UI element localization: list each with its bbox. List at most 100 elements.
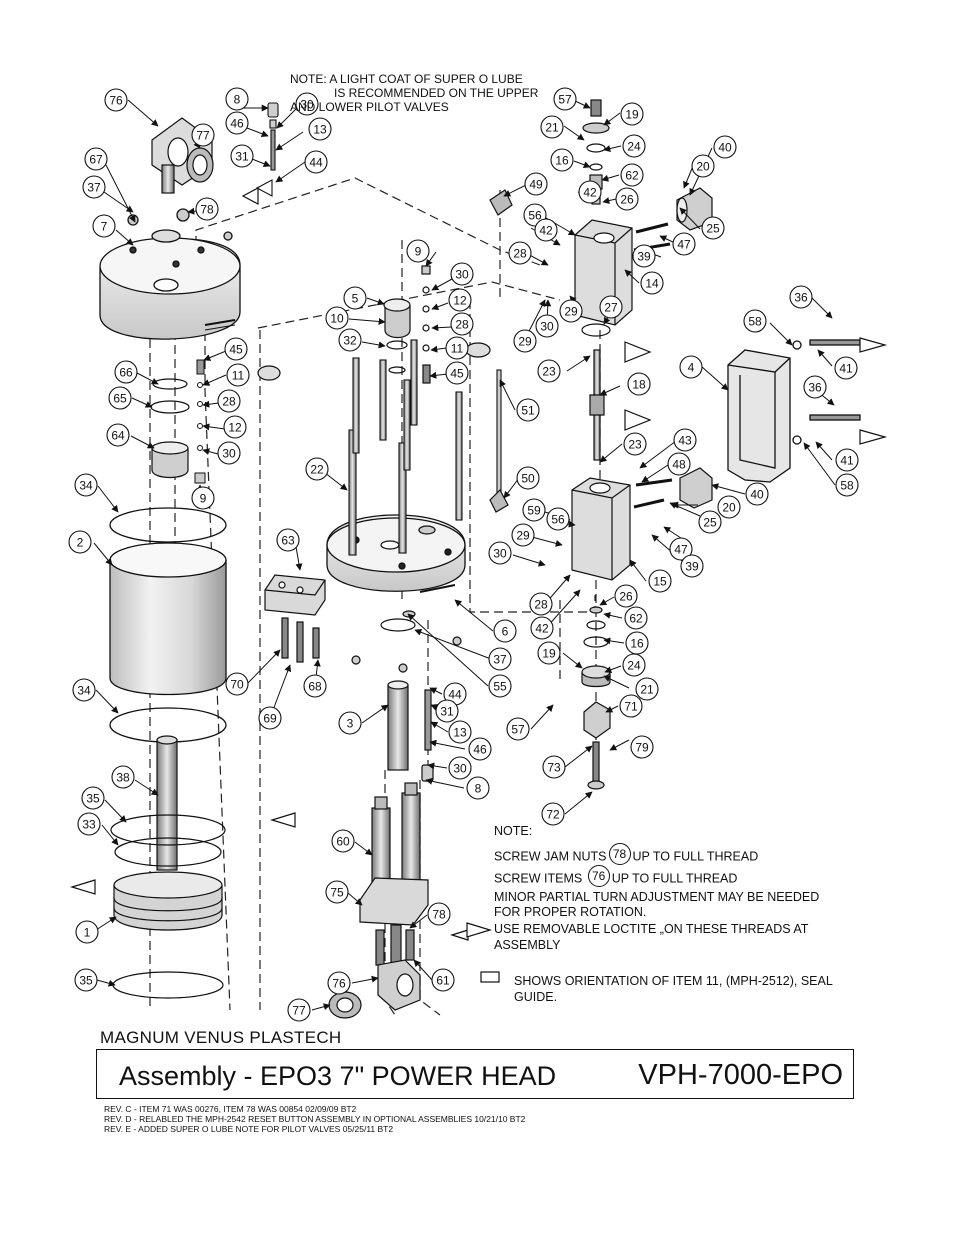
item-balloon: 57 (553, 87, 577, 111)
item-balloon-circle (516, 398, 540, 422)
item-balloon-label: 34 (79, 479, 93, 493)
item-balloon-circle (287, 998, 311, 1022)
legend-symbols (466, 922, 500, 983)
item-balloon-label: 45 (450, 367, 464, 381)
item-balloon-label: 79 (635, 741, 649, 755)
lower-pilot-valve (489, 349, 713, 790)
item-balloon: 34 (72, 678, 96, 702)
item-balloon: 21 (540, 115, 564, 139)
item-balloon-circle (546, 507, 570, 531)
item-balloon-circle (74, 968, 98, 992)
item-balloon: 14 (640, 271, 664, 295)
item-balloon: 28 (529, 592, 553, 616)
item-balloon-label: 43 (678, 434, 692, 448)
item-balloon: 30 (535, 314, 559, 338)
item-balloon-label: 1 (84, 926, 91, 940)
item-balloon-circle (672, 232, 696, 256)
item-balloon: 30 (448, 756, 472, 780)
assembly-note-heading: NOTE: (494, 824, 533, 838)
item-balloon-label: 13 (313, 123, 327, 137)
item-balloon-label: 28 (513, 247, 527, 261)
item-balloon-label: 49 (529, 178, 543, 192)
item-balloon: 27 (599, 295, 623, 319)
item-balloon-circle (834, 356, 858, 380)
item-balloon: 71 (619, 694, 643, 718)
item-balloon-circle (338, 711, 362, 735)
item-balloon-circle (111, 765, 135, 789)
item-balloon-circle (191, 486, 215, 510)
item-balloon: 24 (622, 653, 646, 677)
item-balloon: 15 (648, 569, 672, 593)
item-balloon-label: 28 (455, 318, 469, 332)
lube-note: NOTE: A LIGHT COAT OF SUPER O LUBE IS RE… (290, 72, 538, 114)
item-balloon-circle (75, 920, 99, 944)
item-balloon-circle (673, 428, 697, 452)
legend-loctite: USE REMOVABLE LOCTITE „ON THESE THREADS … (494, 922, 809, 952)
item-balloon-circle (624, 606, 648, 630)
item-balloon-label: 35 (79, 974, 93, 988)
item-balloon-circle (522, 498, 546, 522)
item-balloon-label: 8 (475, 782, 482, 796)
adjust-line-2: FOR PROPER ROTATION. (494, 905, 647, 919)
items-text-post: UP TO FULL THREAD (611, 870, 738, 885)
item-balloon-circle (506, 717, 530, 741)
item-balloon-circle (648, 569, 672, 593)
item-balloon: 29 (513, 329, 537, 353)
item-balloon-circle (698, 510, 722, 534)
item-balloon-label: 25 (703, 516, 717, 530)
item-balloon-circle (622, 653, 646, 677)
item-balloon-circle (511, 523, 535, 547)
item-balloon-circle (620, 163, 644, 187)
item-balloon: 46 (225, 111, 249, 135)
item-balloon: 64 (106, 423, 130, 447)
tie-rods (348, 339, 502, 556)
item-balloon-circle (104, 88, 128, 112)
item-balloon: 51 (516, 398, 540, 422)
item-balloon-circle (550, 148, 574, 172)
piston-rod-and-piston (110, 735, 226, 999)
item-balloon: 10 (325, 306, 349, 330)
item-balloon-label: 21 (640, 683, 654, 697)
item-balloon-label: 68 (308, 680, 322, 694)
item-balloon-label: 9 (415, 245, 422, 259)
item-balloon: 2 (68, 530, 92, 554)
item-balloon: 8 (466, 776, 490, 800)
item-balloon-circle (540, 115, 564, 139)
item-balloon-circle (445, 361, 469, 385)
item-balloon-circle (224, 337, 248, 361)
item-balloon: 30 (488, 541, 512, 565)
item-balloon-circle (217, 389, 241, 413)
item-balloon-circle (667, 452, 691, 476)
item-balloon-circle (258, 706, 282, 730)
item-balloon: 11 (445, 336, 469, 360)
item-balloon-circle (513, 329, 537, 353)
item-balloon: 11 (226, 363, 250, 387)
item-balloon-circle (713, 135, 737, 159)
item-balloon-label: 36 (808, 381, 822, 395)
item-balloon-label: 61 (436, 974, 450, 988)
jam-nuts-ref-balloon: 78 (608, 842, 631, 865)
item-balloon: 59 (522, 498, 546, 522)
item-balloon-label: 11 (451, 342, 464, 356)
item-balloon-label: 30 (540, 320, 554, 334)
item-balloon: 20 (691, 154, 715, 178)
item-balloon-label: 28 (222, 395, 236, 409)
item-balloon-label: 38 (116, 771, 130, 785)
item-balloon-circle (77, 812, 101, 836)
item-balloon-circle (803, 375, 827, 399)
item-balloon-circle (537, 641, 561, 665)
item-balloon: 36 (789, 285, 813, 309)
item-balloon-label: 8 (234, 93, 241, 107)
item-balloon-label: 19 (625, 108, 639, 122)
item-balloon-label: 20 (722, 501, 736, 515)
item-balloon-circle (276, 528, 300, 552)
items-text: SCREW ITEMS (494, 870, 583, 885)
item-balloon-label: 27 (604, 301, 618, 315)
item-balloon-circle (630, 735, 654, 759)
item-balloon-label: 29 (564, 305, 578, 319)
item-balloon: 31 (435, 699, 459, 723)
item-balloon: 79 (630, 735, 654, 759)
item-balloon-circle (108, 386, 132, 410)
jam-nuts-text: SCREW JAM NUTS (494, 848, 607, 863)
